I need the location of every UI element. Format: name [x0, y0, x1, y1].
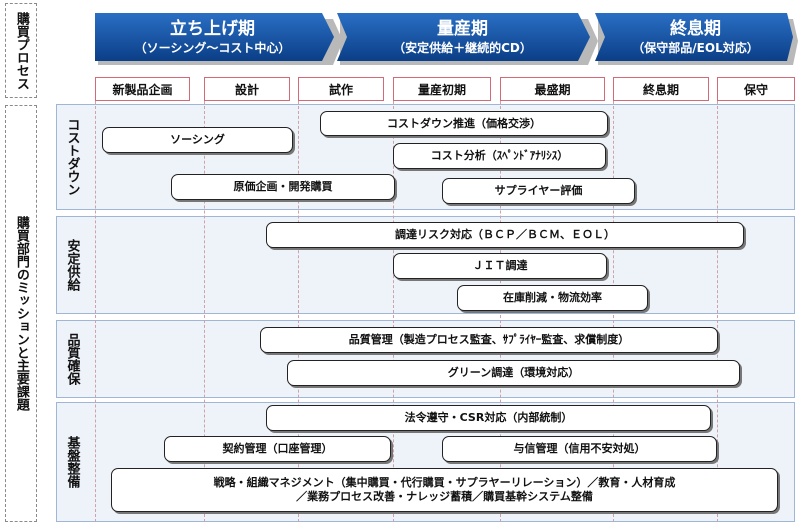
task-strategy-line1: 戦略・組織マネジメント（集中購買・代行購買・サプラヤーリレーション）／教育・人材… — [213, 476, 676, 489]
task-jit-procurement: ＪＩＴ調達 — [393, 253, 607, 279]
column-guide — [500, 101, 501, 522]
band-title-stable-supply: 安定供給 — [64, 239, 80, 291]
task-strategy-line2: ／業務プロセス改善・ナレッジ蓄積／購買基幹システム整備 — [296, 490, 593, 503]
column-guide — [298, 101, 299, 522]
phase-3-title: 終息期 — [670, 18, 721, 39]
stage-new-product-planning: 新製品企画 — [95, 77, 190, 101]
task-target-costing: 原価企画・開発購買 — [171, 174, 395, 200]
stage-peak: 最盛期 — [500, 77, 605, 101]
band-title-cost-down: コストダウン — [64, 118, 80, 196]
phase-2-title: 量産期 — [437, 18, 488, 39]
process-label: 購買プロセス — [5, 3, 37, 98]
task-compliance-csr: 法令遵守・CSR対応（内部統制） — [266, 405, 711, 431]
band-title-infrastructure: 基盤整備 — [64, 436, 80, 488]
phase-2-subtitle: （安定供給＋継続的CD） — [393, 40, 532, 55]
task-cost-down-promotion: コストダウン推進（価格交渉） — [320, 111, 608, 136]
column-guide — [717, 101, 718, 522]
task-procurement-risk: 調達リスク対応（ＢＣＰ／ＢＣＭ、ＥＯＬ） — [266, 222, 744, 248]
column-guide — [95, 101, 96, 522]
phase-1-subtitle: （ソーシング～コスト中心） — [134, 40, 291, 55]
task-green-procurement: グリーン調達（環境対応） — [287, 360, 740, 386]
phase-1: 立ち上げ期 （ソーシング～コスト中心） — [95, 13, 330, 61]
column-guide — [393, 101, 394, 522]
stage-end-of-life: 終息期 — [613, 77, 709, 101]
task-quality-management: 品質管理（製造プロセス監査、ｻﾌﾟﾗｲﾔｰ監査、求償制度） — [260, 327, 718, 353]
task-inventory-reduction: 在庫削減・物流効率 — [457, 285, 648, 311]
task-supplier-evaluation: サプライヤー評価 — [442, 178, 635, 204]
phase-3-subtitle: （保守部品/EOL対応） — [632, 40, 759, 55]
column-guide — [613, 101, 614, 522]
task-strategy-organization: 戦略・組織マネジメント（集中購買・代行購買・サプラヤーリレーション）／教育・人材… — [111, 468, 778, 512]
task-sourcing: ソーシング — [102, 127, 293, 153]
phase-3: 終息期 （保守部品/EOL対応） — [603, 13, 788, 61]
phase-1-title: 立ち上げ期 — [170, 18, 255, 39]
task-cost-analysis: コスト分析（ｽﾍﾟﾝﾄﾞｱﾅﾘｼｽ） — [393, 143, 606, 169]
column-guide — [204, 101, 205, 522]
stage-design: 設計 — [204, 77, 290, 101]
mission-label: 購買部門のミッションと主要課題 — [5, 105, 37, 522]
stage-early-mass-production: 量産初期 — [393, 77, 491, 101]
stage-prototype: 試作 — [298, 77, 384, 101]
task-contract-management: 契約管理（口座管理） — [164, 436, 391, 462]
band-title-quality: 品質確保 — [64, 333, 80, 385]
phase-2: 量産期 （安定供給＋継続的CD） — [345, 13, 580, 61]
task-credit-management: 与信管理（信用不安対処） — [442, 436, 717, 462]
stage-maintenance: 保守 — [717, 77, 795, 101]
